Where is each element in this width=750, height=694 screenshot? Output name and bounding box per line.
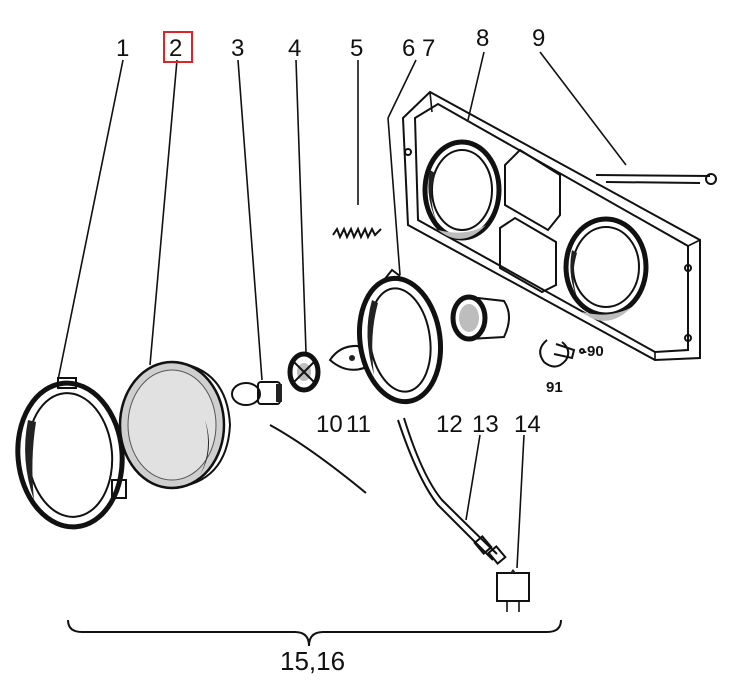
label-11: 11 <box>346 411 371 438</box>
label-13: 13 <box>472 411 499 438</box>
part-10-wire <box>269 424 367 494</box>
part-9-rod <box>595 173 717 185</box>
label-91: 91 <box>546 379 563 396</box>
part-6-7-retaining-ring <box>356 268 444 405</box>
part-4-bulb-holder <box>287 351 321 393</box>
label-8: 8 <box>476 25 489 52</box>
label-9: 9 <box>532 25 545 52</box>
part-13-wire <box>397 417 507 565</box>
part-14-connector <box>496 569 530 612</box>
part-12-sleeve <box>450 294 510 342</box>
label-1: 1 <box>116 35 129 62</box>
label-4: 4 <box>288 35 301 62</box>
highlight-box <box>163 31 193 63</box>
label-15-16: 15,16 <box>280 646 345 676</box>
part-8-mounting-panel <box>401 90 701 362</box>
label-14: 14 <box>514 411 541 438</box>
label-2: 2 <box>169 35 182 62</box>
leader-lines <box>57 51 627 569</box>
label-5: 5 <box>350 35 363 62</box>
label-10: 10 <box>316 411 343 438</box>
label-6-7: 6 7 <box>402 35 435 62</box>
assembly-brace <box>67 619 562 647</box>
label-90: -90 <box>582 343 604 360</box>
label-3: 3 <box>231 35 244 62</box>
part-3-bulb <box>231 381 282 406</box>
part-2-lens <box>118 360 232 490</box>
part-1-outer-ring <box>15 377 127 530</box>
label-12: 12 <box>436 411 463 438</box>
part-11-bracket <box>328 344 366 371</box>
part-5-spring <box>332 226 382 240</box>
part-91-clip <box>539 339 585 368</box>
